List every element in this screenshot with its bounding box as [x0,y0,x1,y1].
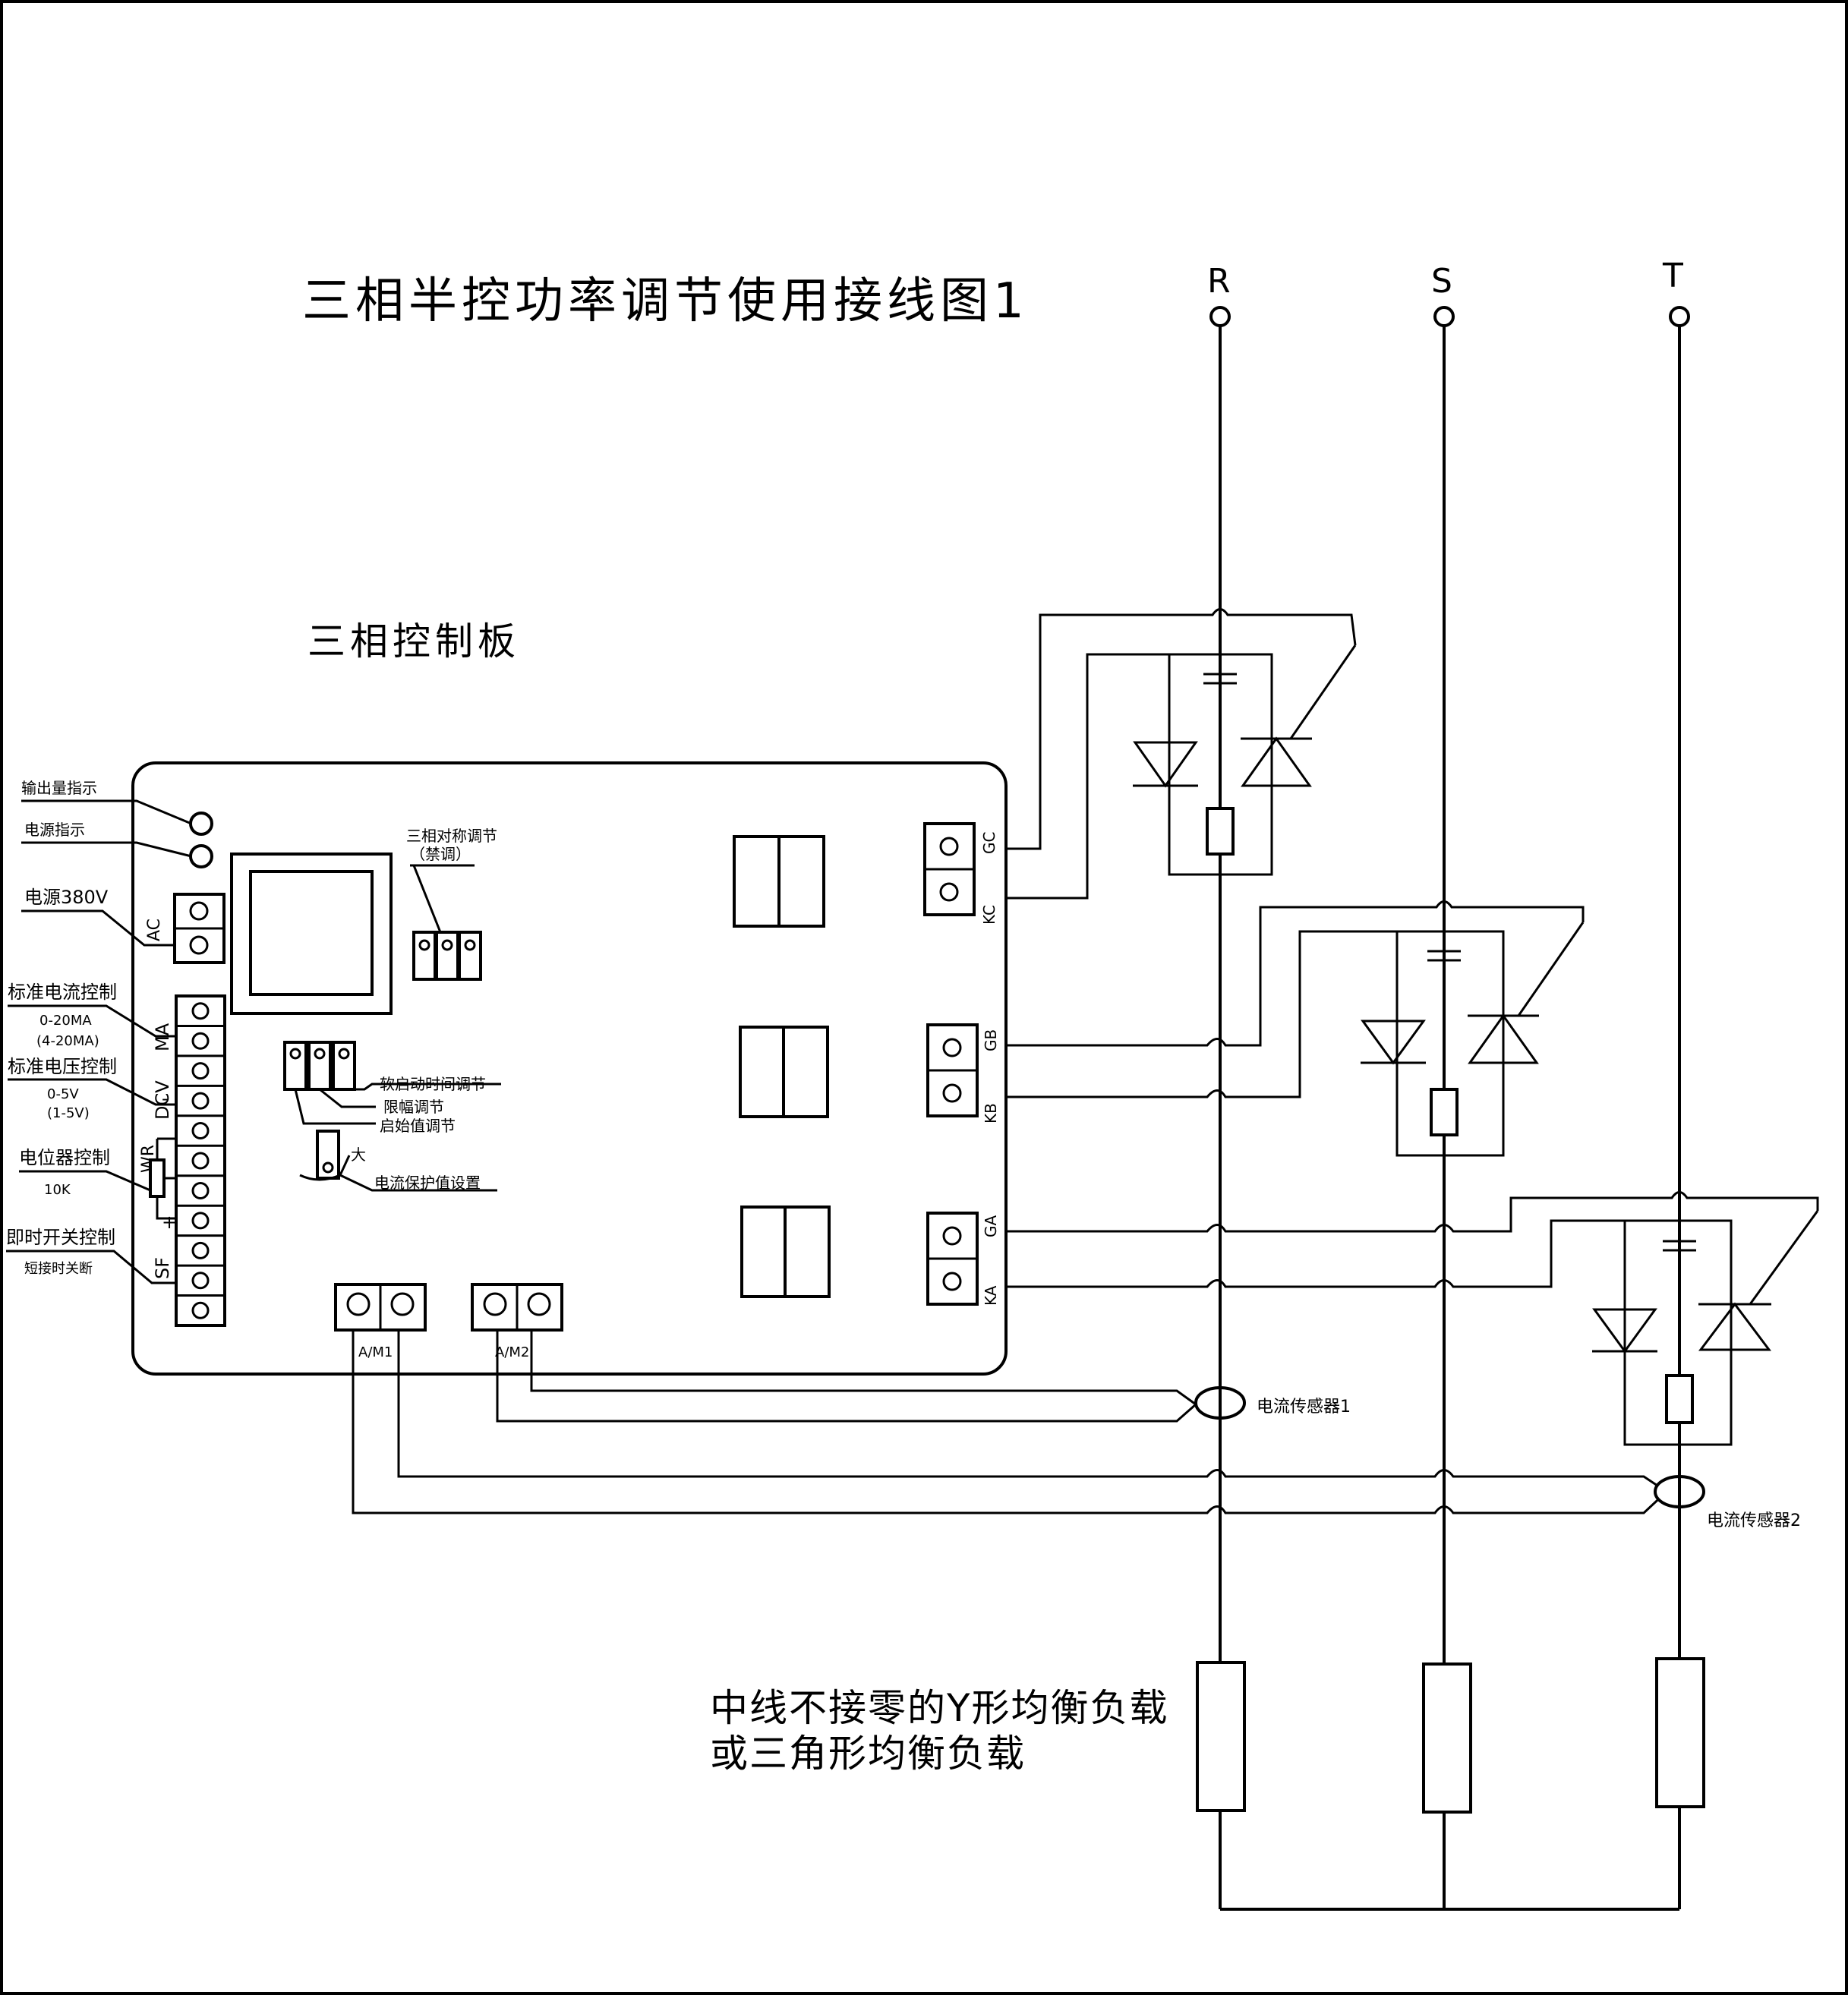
load-caption-line1: 中线不接零的Y形均衡负载 [710,1686,1169,1730]
am-terminals: A/M1 A/M2 [334,1283,563,1360]
label-current-range2: (4-20MA) [36,1033,99,1049]
board-title: 三相控制板 [307,619,520,663]
wire-kc [989,653,1169,900]
label-power-indicator: 电源指示 [24,821,85,839]
diode-t [1592,1308,1657,1354]
adjustment-pots: 软启动时间调节 限幅调节 启始值调节 [283,1041,501,1135]
diode-s [1361,1020,1426,1065]
label-current-protect: 电流保护值设置 [374,1174,481,1192]
load-s [1422,1662,1472,1814]
module-s-frame [1395,930,1505,1157]
diode-r [1133,741,1198,788]
gate-label-ga: GA [982,1215,1000,1237]
current-protect-pot: 大 电流保护值设置 [299,1130,497,1192]
gate-label-ka: KA [982,1285,1000,1306]
module-r [1133,645,1357,876]
label-symmetry-note: （禁调） [410,845,471,863]
wire-ga [989,1191,1819,1233]
terminal-hole [191,1092,210,1110]
scr-r [1241,736,1312,787]
scr-s [1468,1013,1539,1064]
wire-ka [989,1219,1625,1288]
wire-gb [989,900,1585,1047]
terminal-minus-label: - [162,1088,169,1109]
terminal-hole [191,1212,210,1230]
left-label-group: 输出量指示 电源指示 电源380V 标准电流控制 0-20MA (4-20MA)… [6,779,192,1284]
output-indicator-led [189,812,213,836]
gate-label-gc: GC [980,832,998,854]
phase-terminals: R S T [1207,257,1690,327]
resistor-t [1665,1374,1694,1424]
label-sensor-2: 电流传感器2 [1707,1511,1801,1530]
label-std-current: 标准电流控制 [8,982,117,1003]
label-potentiometer: 电位器控制 [19,1147,110,1168]
wire-gc [989,608,1357,850]
terminal-hole [191,1002,210,1020]
terminal-s [1433,306,1455,327]
phase-label-s: S [1431,262,1452,301]
wire-kb [989,930,1397,1098]
module-t-frame [1623,1219,1733,1446]
terminal-hole [191,1032,210,1050]
label-symmetry: 三相对称调节 [406,827,497,845]
label-output-indicator: 输出量指示 [21,779,97,797]
label-soft-start: 软启动时间调节 [380,1075,486,1093]
terminal-ac-label: AC [145,919,164,941]
load-caption-line2: 或三角形均衡负载 [710,1732,1026,1776]
phase-label-t: T [1662,257,1683,295]
label-switch-ctrl: 即时开关控制 [6,1227,115,1248]
scr-t [1698,1302,1771,1351]
load-r [1196,1661,1246,1812]
potentiometer-symbol [149,1158,166,1198]
label-voltage-range2: (1-5V) [47,1105,90,1121]
gate-terminals [923,822,979,1306]
gate-label-gb: GB [982,1029,1000,1051]
diagram-title: 三相半控功率调节使用接线图1 [302,273,1029,329]
left-terminals [173,893,226,1327]
symmetry-adjusters: 三相对称调节 （禁调） [406,827,497,981]
resistor-r [1206,807,1235,856]
trigger-wires [989,608,1819,1288]
terminal-dcv-label: DCV [152,1080,173,1120]
terminal-hole [191,1241,210,1259]
terminal-hole [191,1301,210,1319]
transformer-inner [249,870,374,996]
label-voltage-range1: 0-5V [47,1086,79,1102]
label-big: 大 [351,1146,366,1164]
terminal-plus-label: + [162,1212,177,1233]
label-short-off: 短接时关断 [24,1261,93,1277]
module-s [1361,922,1585,1157]
terminal-r [1209,306,1231,327]
terminal-hole [191,1182,210,1199]
signal-terminal-block [175,994,226,1327]
pulse-transformers [733,835,831,1298]
label-sensor-1: 电流传感器1 [1257,1398,1351,1417]
label-limit: 限幅调节 [383,1098,444,1116]
label-am1: A/M1 [358,1344,393,1360]
load-caption: 中线不接零的Y形均衡负载 或三角形均衡负载 [710,1685,1169,1776]
module-t [1592,1210,1819,1446]
label-current-range1: 0-20MA [39,1013,92,1029]
label-power-380: 电源380V [24,887,109,908]
power-indicator-led [189,844,213,868]
sensor-wires: 电流传感器1 电流传感器2 [352,1330,1801,1530]
terminal-sf-label: SF [152,1257,173,1279]
terminal-t [1669,306,1690,327]
terminal-hole [191,1122,210,1139]
loads [1196,1657,1705,1911]
resistor-s [1430,1088,1459,1136]
label-pot-value: 10K [44,1182,71,1198]
gate-label-kc: KC [980,905,998,925]
terminal-hole [191,1272,210,1290]
label-am2: A/M2 [495,1344,529,1360]
label-std-voltage: 标准电压控制 [8,1056,117,1077]
terminal-hole [191,1152,210,1170]
gate-label-kb: KB [982,1103,1000,1124]
terminal-hole [191,1062,210,1080]
load-t [1655,1657,1705,1808]
phase-label-r: R [1207,262,1231,301]
label-start-value: 启始值调节 [380,1117,456,1135]
